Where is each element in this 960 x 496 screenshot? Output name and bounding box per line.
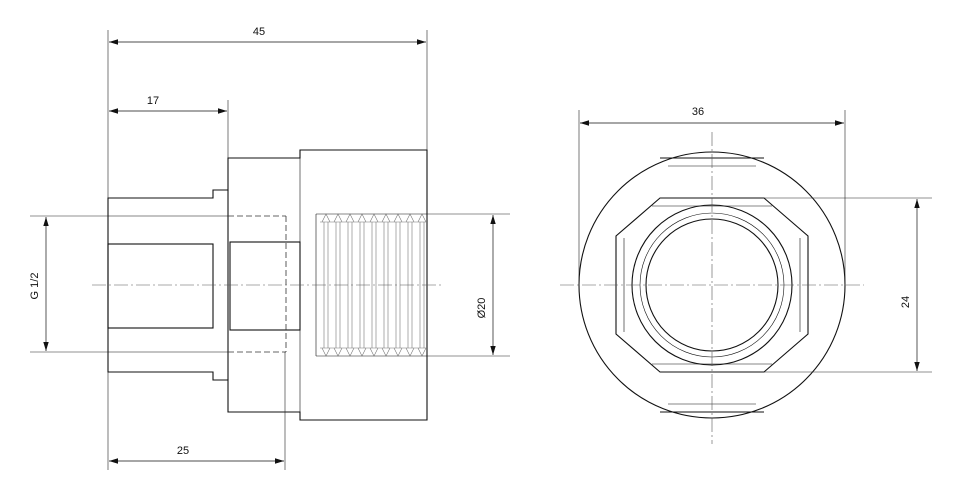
thread-crest-bottom <box>393 347 403 357</box>
inner-bore <box>107 243 214 329</box>
thread-crest-top <box>393 213 403 223</box>
side-view-outline <box>107 149 428 421</box>
thread-crest-top <box>321 213 331 223</box>
thread-crest-bottom <box>321 347 331 357</box>
thread-crest-bottom <box>369 347 379 357</box>
thread-crest-top <box>369 213 379 223</box>
dim-overall-length: 45 <box>253 26 265 38</box>
thread-crest-bottom <box>381 347 391 357</box>
dim-thread-length: 25 <box>177 445 189 457</box>
thread-crest-top <box>381 213 391 223</box>
thread-crest-bottom <box>345 347 355 357</box>
side-view: 45 17 25 G 1/2 Ø20 <box>29 26 510 470</box>
end-view: 36 24 <box>560 106 932 444</box>
thread-crest-top <box>357 213 367 223</box>
dim-outer-diameter: 36 <box>692 106 704 118</box>
inner-bore-step <box>229 241 301 331</box>
dim-outer-thread: G 1/2 <box>29 273 41 300</box>
dim-inner-diameter: Ø20 <box>476 298 488 319</box>
thread-crest-bottom <box>417 347 427 357</box>
dim-width-across-flats: 24 <box>900 296 912 308</box>
thread-crest-bottom <box>405 347 415 357</box>
thread-crest-bottom <box>357 347 367 357</box>
bore-circle <box>645 218 779 352</box>
dim-hex-length: 17 <box>147 95 159 107</box>
thread-crest-top <box>345 213 355 223</box>
thread-crest-top <box>417 213 427 223</box>
thread-crest-top <box>333 213 343 223</box>
thread-crest-bottom <box>333 347 343 357</box>
thread-crest-top <box>405 213 415 223</box>
